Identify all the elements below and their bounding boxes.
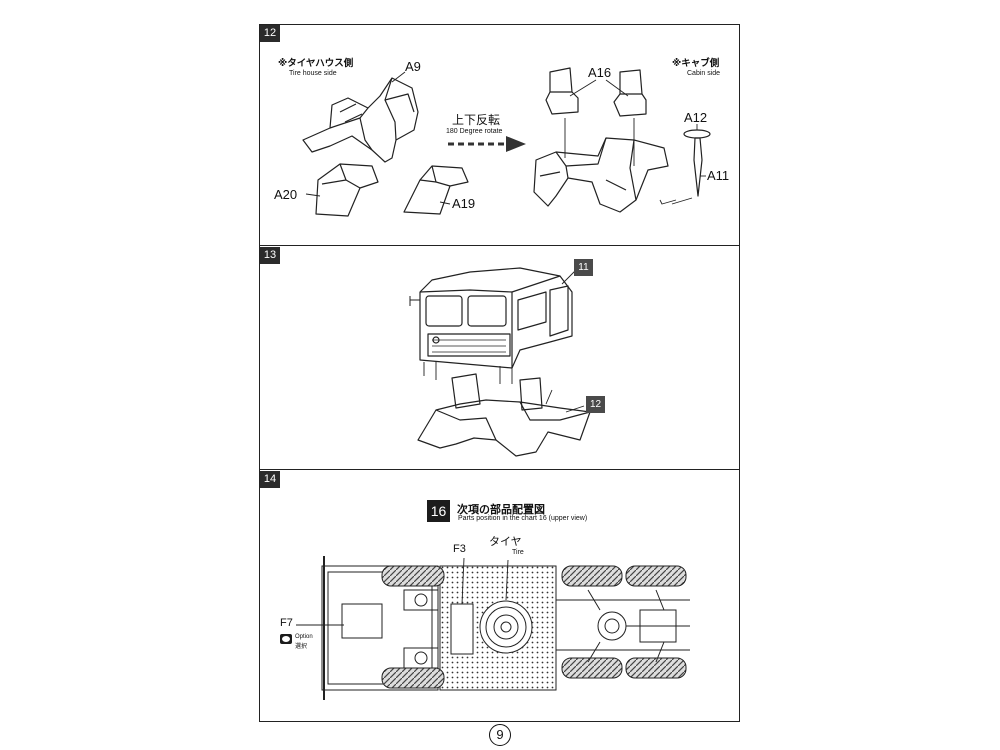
- rear-axles: [556, 565, 690, 679]
- front-tires: [381, 565, 445, 689]
- chart-note-jp: 次項の部品配置図: [457, 503, 545, 516]
- page-frame: [259, 24, 740, 722]
- step-12-badge: 12: [260, 25, 280, 42]
- step-separator: [259, 469, 740, 470]
- step-14-badge: 14: [260, 471, 280, 488]
- cabin-side-jp: ※キャブ側: [672, 58, 720, 69]
- label-a16: A16: [588, 65, 612, 80]
- chart-16-badge: 16: [427, 500, 450, 522]
- label-f7: F7: [280, 617, 293, 629]
- part-a19-drawing: [403, 165, 469, 215]
- step-13-badge: 13: [260, 247, 280, 264]
- cab-top-view: [321, 556, 439, 700]
- tire-label-en: Tire: [512, 549, 524, 556]
- tire-house-side-jp: ※タイヤハウス側: [278, 58, 354, 69]
- tire-house-side-en: Tire house side: [289, 70, 337, 77]
- rotate-label-jp: 上下反転: [452, 113, 501, 127]
- ref-assembly-12: 12: [586, 396, 605, 413]
- part-a20-drawing: [315, 163, 379, 217]
- ref-assembly-11: 11: [574, 259, 593, 276]
- option-label-en: Option: [295, 634, 313, 640]
- chart-note-en: Parts position in the chart 16 (upper vi…: [458, 515, 588, 522]
- step-separator: [259, 245, 740, 246]
- label-a11: A11: [707, 168, 730, 183]
- page-number: 9: [489, 724, 511, 746]
- cargo-bed: [439, 565, 557, 691]
- part-frame-rotated-drawing: [533, 137, 669, 213]
- label-a9: A9: [405, 59, 421, 74]
- cabin-drawing: [409, 267, 573, 384]
- part-a16-drawing: [545, 67, 647, 166]
- tire-label-jp: タイヤ: [489, 535, 522, 548]
- cabin-side-en: Cabin side: [687, 70, 721, 77]
- label-a19: A19: [452, 196, 476, 211]
- frame-assembly-drawing: [417, 373, 591, 457]
- label-a12: A12: [684, 110, 708, 125]
- label-a20: A20: [274, 187, 298, 202]
- option-icon: [280, 634, 292, 644]
- rotate-label-en: 180 Degree rotate: [446, 128, 503, 135]
- option-label-jp: 選択: [295, 644, 308, 650]
- part-a9-drawing: [302, 77, 419, 163]
- label-f3: F3: [453, 543, 466, 555]
- rotate-arrow: [448, 136, 526, 152]
